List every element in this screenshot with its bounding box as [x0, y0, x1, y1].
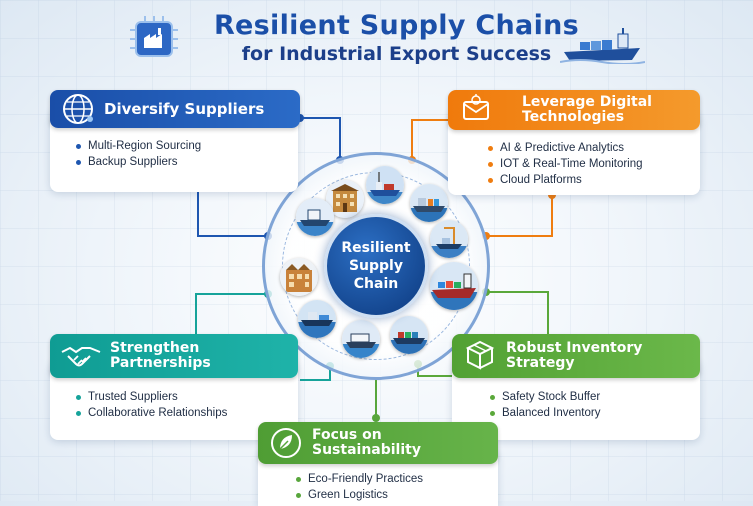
handshake-icon: [61, 346, 101, 367]
hub-center: Resilient Supply Chain: [324, 214, 428, 318]
list-item: Green Logistics: [296, 489, 423, 501]
list-item: Eco-Friendly Practices: [296, 473, 423, 485]
strengthen-partnerships-header: Strengthen Partnerships: [50, 334, 298, 378]
cargo-ship-icon: [560, 28, 645, 64]
robust-inventory-list: Safety Stock Buffer Balanced Inventory: [490, 391, 600, 423]
list-item: Backup Suppliers: [76, 156, 201, 168]
cargo-vessel-icon: [390, 316, 428, 354]
factory-chip-icon: [130, 16, 178, 57]
container-ship-icon: [366, 166, 404, 204]
page-subtitle: for Industrial Export Success: [241, 43, 552, 65]
list-item: Trusted Suppliers: [76, 391, 227, 403]
list-item: Balanced Inventory: [490, 407, 600, 419]
focus-sustainability-list: Eco-Friendly Practices Green Logistics: [296, 473, 423, 505]
list-item: Multi-Region Sourcing: [76, 140, 201, 152]
list-item: IOT & Real-Time Monitoring: [488, 158, 643, 170]
focus-sustainability-title-line2: Sustainability: [312, 442, 421, 458]
list-item: Collaborative Relationships: [76, 407, 227, 419]
list-item: AI & Predictive Analytics: [488, 142, 643, 154]
strengthen-partnerships-title-line1: Strengthen: [110, 339, 200, 356]
leverage-digital-title-line1: Leverage Digital: [522, 93, 652, 110]
factory-building-icon: [280, 258, 318, 296]
focus-sustainability-title: Focus on Sustainability: [312, 426, 421, 459]
robust-inventory-title-line2: Strategy: [506, 355, 575, 371]
tanker-ship-icon: [298, 300, 336, 338]
list-item: Safety Stock Buffer: [490, 391, 600, 403]
list-item: Cloud Platforms: [488, 174, 643, 186]
focus-sustainability-header: Focus on Sustainability: [258, 422, 498, 464]
leverage-digital-list: AI & Predictive Analytics IOT & Real-Tim…: [488, 142, 643, 190]
boxes-icon: [465, 340, 495, 370]
leverage-digital-title-line2: Technologies: [522, 109, 625, 125]
robust-inventory-title: Robust Inventory Strategy: [506, 339, 643, 372]
freight-boat-icon: [296, 198, 334, 236]
port-crane-icon: [430, 220, 468, 258]
focus-sustainability-title-line1: Focus on: [312, 426, 382, 443]
ferry-ship-icon: [342, 320, 380, 358]
leverage-digital-header: Leverage Digital Technologies: [448, 90, 700, 130]
globe-network-icon: [63, 94, 93, 124]
page-header: Resilient Supply Chains for Industrial E…: [0, 10, 753, 65]
robust-inventory-title-line1: Robust Inventory: [506, 339, 643, 356]
diversify-suppliers-list: Multi-Region Sourcing Backup Suppliers: [76, 140, 201, 172]
page-title: Resilient Supply Chains: [213, 10, 580, 41]
hub-line-2: Supply: [348, 258, 403, 274]
leverage-digital-title: Leverage Digital Technologies: [502, 93, 652, 126]
digital-envelope-icon: [463, 94, 489, 120]
diversify-suppliers-title: Diversify Suppliers: [104, 99, 265, 118]
leaf-globe-icon: [271, 428, 301, 458]
strengthen-partnerships-title-line2: Partnerships: [110, 355, 211, 371]
hub-line-3: Chain: [353, 276, 399, 292]
diversify-suppliers-header: Diversify Suppliers: [50, 90, 300, 128]
strengthen-partnerships-title: Strengthen Partnerships: [110, 339, 211, 372]
large-container-ship-icon: [430, 262, 478, 310]
ship-at-sea-icon: [410, 184, 448, 222]
strengthen-partnerships-list: Trusted Suppliers Collaborative Relation…: [76, 391, 227, 423]
hub-line-1: Resilient: [341, 240, 411, 256]
robust-inventory-header: Robust Inventory Strategy: [452, 334, 700, 378]
